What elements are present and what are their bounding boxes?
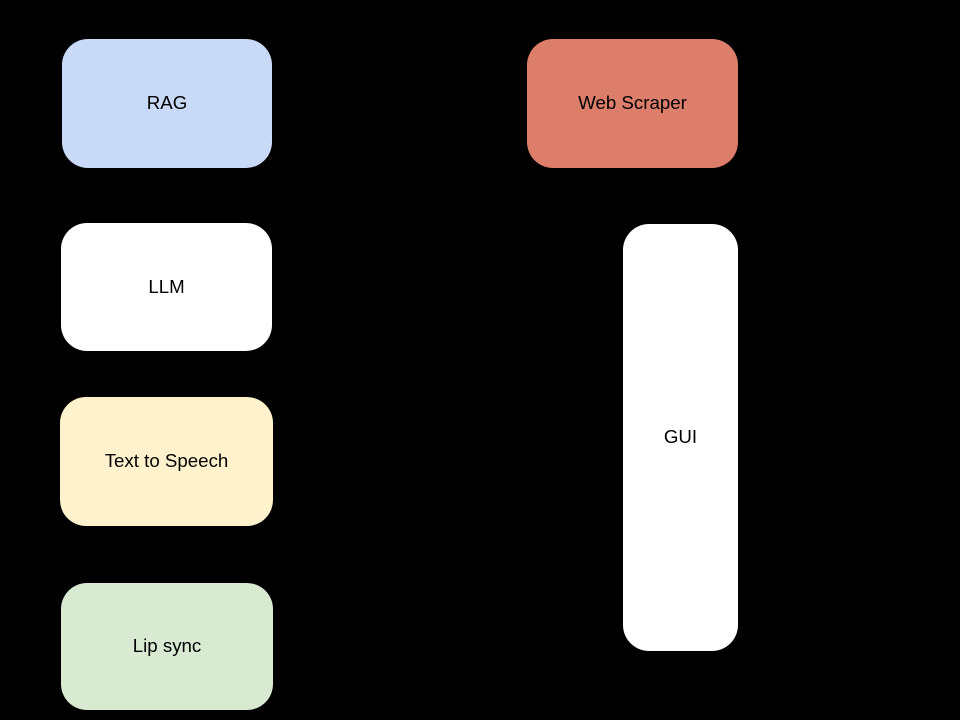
node-text-to-speech-label: Text to Speech <box>104 450 229 472</box>
node-gui[interactable]: GUI <box>623 224 738 651</box>
node-llm[interactable]: LLM <box>61 223 272 351</box>
node-gui-label: GUI <box>663 426 698 448</box>
node-rag[interactable]: RAG <box>62 39 272 168</box>
node-rag-label: RAG <box>146 92 188 114</box>
node-web-scraper[interactable]: Web Scraper <box>527 39 738 168</box>
node-lip-sync-label: Lip sync <box>132 635 202 657</box>
node-lip-sync[interactable]: Lip sync <box>61 583 273 710</box>
node-text-to-speech[interactable]: Text to Speech <box>60 397 273 526</box>
node-web-scraper-label: Web Scraper <box>578 92 687 114</box>
node-llm-label: LLM <box>148 275 185 297</box>
